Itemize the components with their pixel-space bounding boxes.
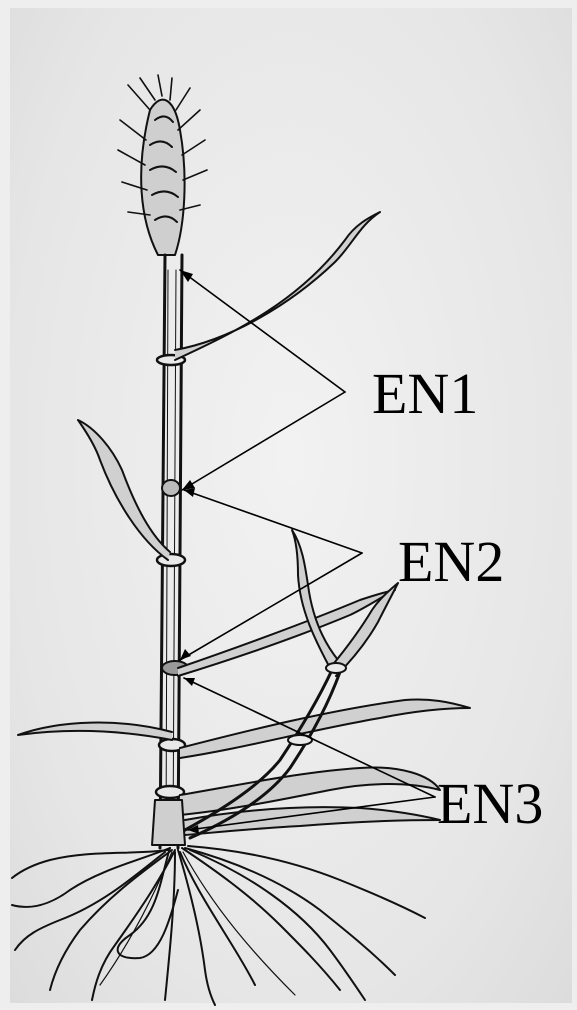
label-en2: EN2 xyxy=(398,533,504,591)
root-system xyxy=(12,846,425,1005)
wheat-ear xyxy=(118,75,207,255)
en1-leader-lower xyxy=(182,392,345,490)
label-en3: EN3 xyxy=(437,775,543,833)
en2-leader-upper xyxy=(184,490,362,553)
base-sheath xyxy=(152,800,185,845)
en1-leader-upper xyxy=(180,270,345,392)
leaf-blades xyxy=(18,212,470,835)
label-en1: EN1 xyxy=(372,365,478,423)
